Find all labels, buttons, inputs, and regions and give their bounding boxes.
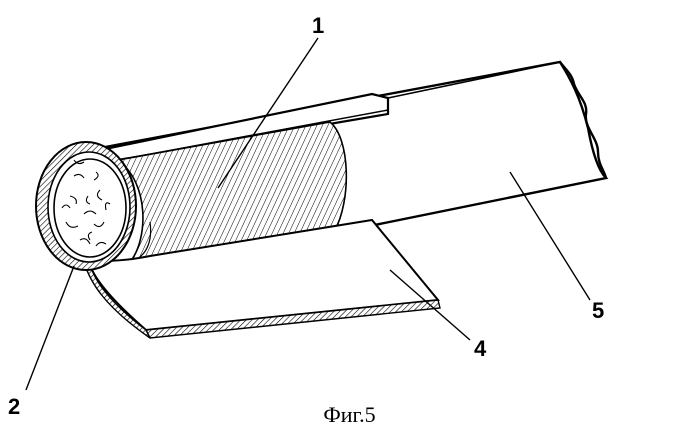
label-4: 4: [474, 336, 487, 361]
label-5: 5: [592, 298, 604, 323]
filter-end-face: [54, 159, 126, 257]
leader-5: [510, 172, 590, 300]
figure-caption: Фиг.5: [0, 402, 699, 428]
unrolled-sheet: [84, 220, 440, 338]
label-1: 1: [312, 13, 324, 38]
leader-2: [26, 266, 74, 390]
